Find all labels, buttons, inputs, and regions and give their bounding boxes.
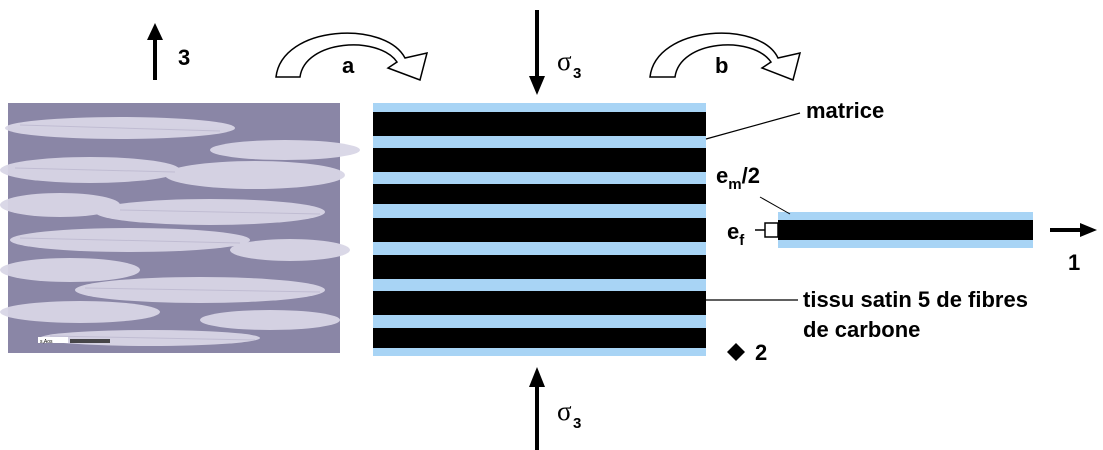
micrograph-image: s,Aos <box>0 103 360 353</box>
single-ply <box>755 196 1033 248</box>
curved-arrow-b <box>649 32 802 82</box>
axis-3-arrow <box>147 23 163 80</box>
laminate-stack <box>373 103 706 356</box>
sigma-bottom-subscript: 3 <box>573 415 581 432</box>
em-label: em/2 <box>716 163 760 193</box>
axis-3-label: 3 <box>178 45 190 70</box>
tissu-label-line1: tissu satin 5 de fibres <box>803 287 1028 312</box>
sigma-top-arrow <box>529 10 545 95</box>
tissu-label-line2: de carbone <box>803 317 920 342</box>
curved-arrow-a-label: a <box>342 53 355 78</box>
sigma-bottom-arrow <box>529 367 545 450</box>
fiber-layer <box>373 148 706 172</box>
fiber-layer <box>373 184 706 204</box>
axis-1-arrow <box>1050 223 1097 237</box>
curved-arrow-b-label: b <box>715 53 728 78</box>
axis-1-label: 1 <box>1068 250 1080 275</box>
fiber-layer <box>373 255 706 279</box>
scale-bar-label: s,Aos <box>40 339 53 345</box>
matrice-label: matrice <box>806 98 884 123</box>
fiber-layer <box>373 218 706 242</box>
ef-label: ef <box>727 219 745 249</box>
sigma-bottom-symbol: σ <box>557 396 572 426</box>
axis-2-label: 2 <box>755 340 767 365</box>
sigma-top-subscript: 3 <box>573 65 581 82</box>
fiber-layer <box>373 291 706 315</box>
curved-arrow-a <box>275 32 429 81</box>
ef-bracket <box>764 222 779 238</box>
scale-bar <box>38 337 68 343</box>
fiber-layer <box>373 112 706 136</box>
matrice-leader <box>705 112 801 140</box>
sigma-top-symbol: σ <box>557 46 572 76</box>
fiber-layer <box>373 328 706 348</box>
axis-2-marker <box>727 343 745 361</box>
